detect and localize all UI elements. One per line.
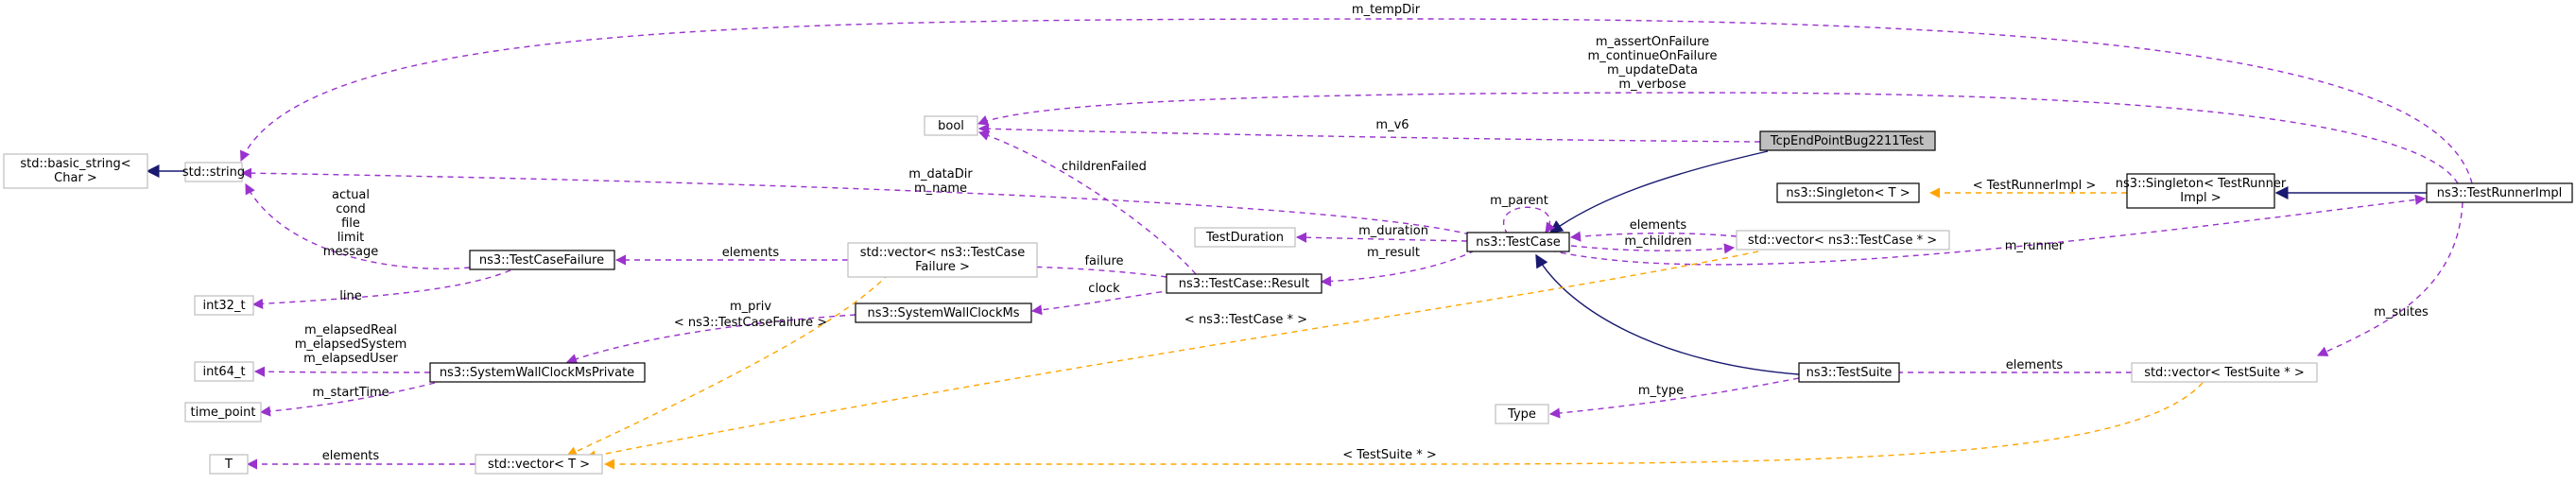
svg-text:ns3::Singleton< TestRunnerImpl: ns3::Singleton< TestRunnerImpl > <box>2116 177 2287 205</box>
node-systemwallclockms[interactable]: ns3::SystemWallClockMs <box>855 302 1032 323</box>
edge-m-suites <box>2316 201 2464 356</box>
svg-text:int64_t: int64_t <box>202 365 245 379</box>
svg-text:TestDuration: TestDuration <box>1205 231 1284 245</box>
node-tcpendpointbug2211test[interactable]: TcpEndPointBug2211Test <box>1759 130 1936 151</box>
svg-text:ns3::TestRunnerImpl: ns3::TestRunnerImpl <box>2437 186 2563 200</box>
edge-runner-flags <box>977 92 2459 184</box>
edge-tcpendpoint-inherits-testcase <box>1548 150 1769 233</box>
svg-text:ns3::TestCase::Result: ns3::TestCase::Result <box>1179 277 1309 291</box>
edge-m-duration <box>1295 232 1468 243</box>
label-m-type: m_type <box>1638 384 1684 398</box>
node-std-vector-T[interactable]: std::vector< T > <box>475 454 603 475</box>
node-bool[interactable]: bool <box>924 115 978 136</box>
label-childrenfailed: childrenFailed <box>1062 160 1147 174</box>
node-time-point[interactable]: time_point <box>184 402 262 423</box>
node-testcasefailure[interactable]: ns3::TestCaseFailure <box>469 250 615 270</box>
node-std-string[interactable]: std::string <box>182 162 245 182</box>
label-m-v6: m_v6 <box>1375 118 1409 132</box>
edge-failure <box>1020 261 1167 278</box>
edge-m-tempdir <box>240 18 2473 184</box>
node-vector-testcase-ptr[interactable]: std::vector< ns3::TestCase * > <box>1736 230 1950 251</box>
label-children-elements: elements <box>1630 218 1687 233</box>
label-failure-elements: elements <box>722 246 780 260</box>
label-m-suites: m_suites <box>2374 305 2429 320</box>
edge-m-type <box>1548 377 1800 419</box>
label-m-starttime: m_startTime <box>312 386 389 400</box>
label-m-children: m_children <box>1624 234 1691 249</box>
label-singleton-template: < TestRunnerImpl > <box>1973 179 2097 193</box>
edge-tcf-template <box>565 273 890 457</box>
svg-text:std::vector< ns3::TestCaseFail: std::vector< ns3::TestCaseFailure > <box>860 246 1026 274</box>
svg-text:ns3::Singleton< T >: ns3::Singleton< T > <box>1786 186 1910 200</box>
node-systemwallclockmsprivate[interactable]: ns3::SystemWallClockMsPrivate <box>429 362 646 383</box>
svg-text:bool: bool <box>938 119 964 133</box>
svg-text:ns3::SystemWallClockMs: ns3::SystemWallClockMs <box>867 306 1019 320</box>
edge-failure-fields <box>245 183 471 270</box>
edge-testcase-ptr-template <box>584 251 1759 461</box>
label-m-priv: m_priv <box>730 300 771 314</box>
label-m-parent: m_parent <box>1490 194 1548 208</box>
edge-m-dataDir <box>240 167 1471 235</box>
label-m-duration: m_duration <box>1358 224 1428 238</box>
svg-text:ns3::SystemWallClockMsPrivate: ns3::SystemWallClockMsPrivate <box>440 366 634 380</box>
label-testsuite-ptr-template: < TestSuite * > <box>1342 448 1436 462</box>
svg-text:std::vector< ns3::TestCase * >: std::vector< ns3::TestCase * > <box>1748 233 1937 248</box>
label-line: line <box>339 289 361 303</box>
label-m-result: m_result <box>1367 246 1420 260</box>
node-singleton-T[interactable]: ns3::Singleton< T > <box>1776 182 1920 203</box>
label-tcf-template: < ns3::TestCaseFailure > <box>674 316 827 330</box>
node-testcase[interactable]: ns3::TestCase <box>1466 232 1570 252</box>
node-int32-t[interactable]: int32_t <box>194 295 254 316</box>
label-clock: clock <box>1088 282 1120 296</box>
node-int64-t[interactable]: int64_t <box>194 361 254 382</box>
edge-testsuite-ptr-template <box>603 382 2204 470</box>
edge-testsuite-inherits-testcase <box>1535 253 1800 375</box>
node-basic-string[interactable]: std::basic_string<Char > <box>3 153 148 189</box>
svg-text:ns3::TestCase: ns3::TestCase <box>1476 235 1560 250</box>
node-testduration[interactable]: TestDuration <box>1194 227 1296 248</box>
edge-m-starttime <box>259 382 436 417</box>
svg-text:std::vector< TestSuite * >: std::vector< TestSuite * > <box>2144 366 2305 380</box>
svg-text:std::string: std::string <box>182 165 245 180</box>
label-suite-elements: elements <box>2006 358 2064 372</box>
svg-text:ns3::TestCaseFailure: ns3::TestCaseFailure <box>479 253 604 268</box>
node-T[interactable]: T <box>209 454 249 475</box>
node-testcase-result[interactable]: ns3::TestCase::Result <box>1166 273 1323 294</box>
node-vector-testsuite-ptr[interactable]: std::vector< TestSuite * > <box>2131 362 2318 383</box>
node-testrunnerimpl[interactable]: ns3::TestRunnerImpl <box>2426 182 2573 203</box>
svg-text:std::vector< T >: std::vector< T > <box>488 458 590 472</box>
edge-children-elements <box>1569 231 1738 242</box>
edge-m-v6 <box>977 123 1761 143</box>
node-type[interactable]: Type <box>1495 404 1549 424</box>
edge-m-runner <box>1549 194 2427 266</box>
svg-text:ns3::TestSuite: ns3::TestSuite <box>1807 366 1893 380</box>
svg-text:time_point: time_point <box>190 406 255 420</box>
svg-text:int32_t: int32_t <box>202 299 245 313</box>
edge-m-result <box>1320 250 1476 287</box>
edge-m-parent <box>1502 206 1556 235</box>
label-m-tempdir: m_tempDir <box>1352 3 1421 17</box>
node-testsuite[interactable]: ns3::TestSuite <box>1798 362 1900 383</box>
svg-text:TcpEndPointBug2211Test: TcpEndPointBug2211Test <box>1770 134 1924 148</box>
svg-text:Type: Type <box>1507 407 1536 422</box>
label-m-runner: m_runner <box>2005 239 2065 253</box>
edge-m-priv <box>565 314 856 364</box>
svg-text:T: T <box>224 458 233 472</box>
label-T-elements: elements <box>322 449 380 463</box>
svg-text:std::basic_string<Char >: std::basic_string<Char > <box>20 157 130 185</box>
label-failure: failure <box>1084 254 1123 268</box>
label-testcase-ptr-template: < ns3::TestCase * > <box>1184 313 1307 327</box>
edge-line <box>251 269 511 309</box>
